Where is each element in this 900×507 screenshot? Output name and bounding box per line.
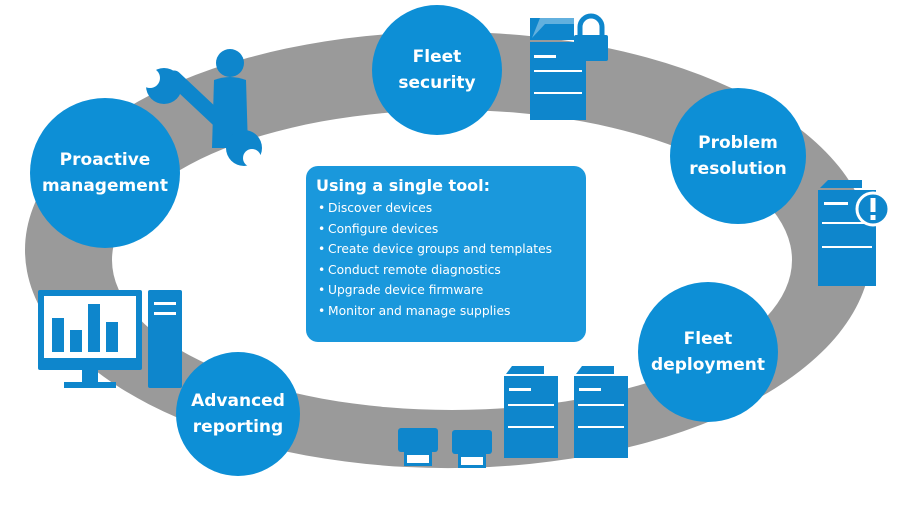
printers-icon bbox=[398, 366, 628, 468]
advanced-reporting-node: Advanced reporting bbox=[176, 352, 300, 476]
single-tool-item: Discover devices bbox=[316, 198, 576, 219]
problem-resolution-node: Problem resolution bbox=[670, 88, 806, 224]
single-tool-item: Create device groups and templates bbox=[316, 239, 576, 260]
wrench-person-icon bbox=[140, 49, 262, 167]
printer-alert-icon bbox=[818, 180, 891, 286]
proactive-management-node: Proactive management bbox=[30, 98, 180, 248]
single-tool-list: Discover devices Configure devices Creat… bbox=[316, 198, 576, 321]
single-tool-item: Conduct remote diagnostics bbox=[316, 260, 576, 281]
advanced-reporting-label: Advanced reporting bbox=[191, 391, 285, 437]
fleet-deployment-label: Fleet deployment bbox=[651, 329, 765, 375]
fleet-deployment-node: Fleet deployment bbox=[638, 282, 778, 422]
proactive-management-label: Proactive management bbox=[42, 150, 168, 196]
monitor-chart-icon bbox=[38, 290, 182, 388]
fleet-security-label: Fleet security bbox=[398, 47, 476, 93]
fleet-security-node: Fleet security bbox=[372, 5, 502, 135]
single-tool-item: Upgrade device firmware bbox=[316, 280, 576, 301]
problem-resolution-label: Problem resolution bbox=[689, 133, 787, 179]
printer-lock-icon bbox=[530, 13, 608, 120]
single-tool-item: Monitor and manage supplies bbox=[316, 301, 576, 322]
single-tool-box: Using a single tool: Discover devices Co… bbox=[306, 166, 586, 342]
single-tool-title: Using a single tool: bbox=[316, 176, 491, 195]
single-tool-item: Configure devices bbox=[316, 219, 576, 240]
